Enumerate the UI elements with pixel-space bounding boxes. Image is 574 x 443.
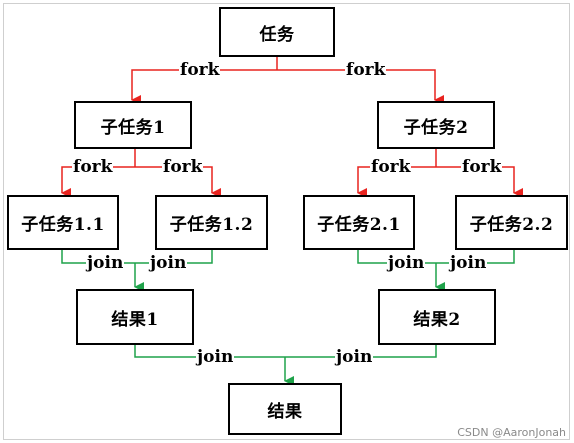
fork-label-task2-left: fork: [370, 157, 412, 177]
join-label-result1: join: [196, 347, 235, 367]
fork-label-root-left: fork: [179, 60, 221, 80]
diagram-frame: [3, 3, 570, 440]
join-edge-result1-bottom: [134, 345, 285, 358]
fork-edge-task1-right: [135, 166, 221, 198]
node-result: 结果: [228, 383, 342, 435]
fork-edge-root-left: [131, 69, 277, 105]
node-task11: 子任务1.1: [7, 195, 119, 250]
node-task22: 子任务2.2: [455, 195, 568, 250]
node-result2: 结果2: [378, 289, 496, 345]
join-label-task11: join: [86, 253, 125, 273]
node-result1: 结果1: [76, 289, 194, 345]
join-label-task21: join: [387, 253, 426, 273]
watermark: CSDN @AaronJonah: [457, 426, 566, 439]
node-task12: 子任务1.2: [155, 195, 268, 250]
fork-label-task1-left: fork: [72, 157, 114, 177]
fork-label-task2-right: fork: [461, 157, 503, 177]
node-task1: 子任务1: [74, 101, 192, 149]
fork-edge-root-right: [277, 69, 444, 105]
node-task2: 子任务2: [377, 101, 495, 149]
fork-label-root-right: fork: [345, 60, 387, 80]
join-label-task22: join: [449, 253, 488, 273]
fork-label-task1-right: fork: [162, 157, 204, 177]
node-task21: 子任务2.1: [303, 195, 415, 250]
join-label-task12: join: [149, 253, 188, 273]
join-label-result2: join: [335, 347, 374, 367]
node-root: 任务: [219, 7, 335, 57]
